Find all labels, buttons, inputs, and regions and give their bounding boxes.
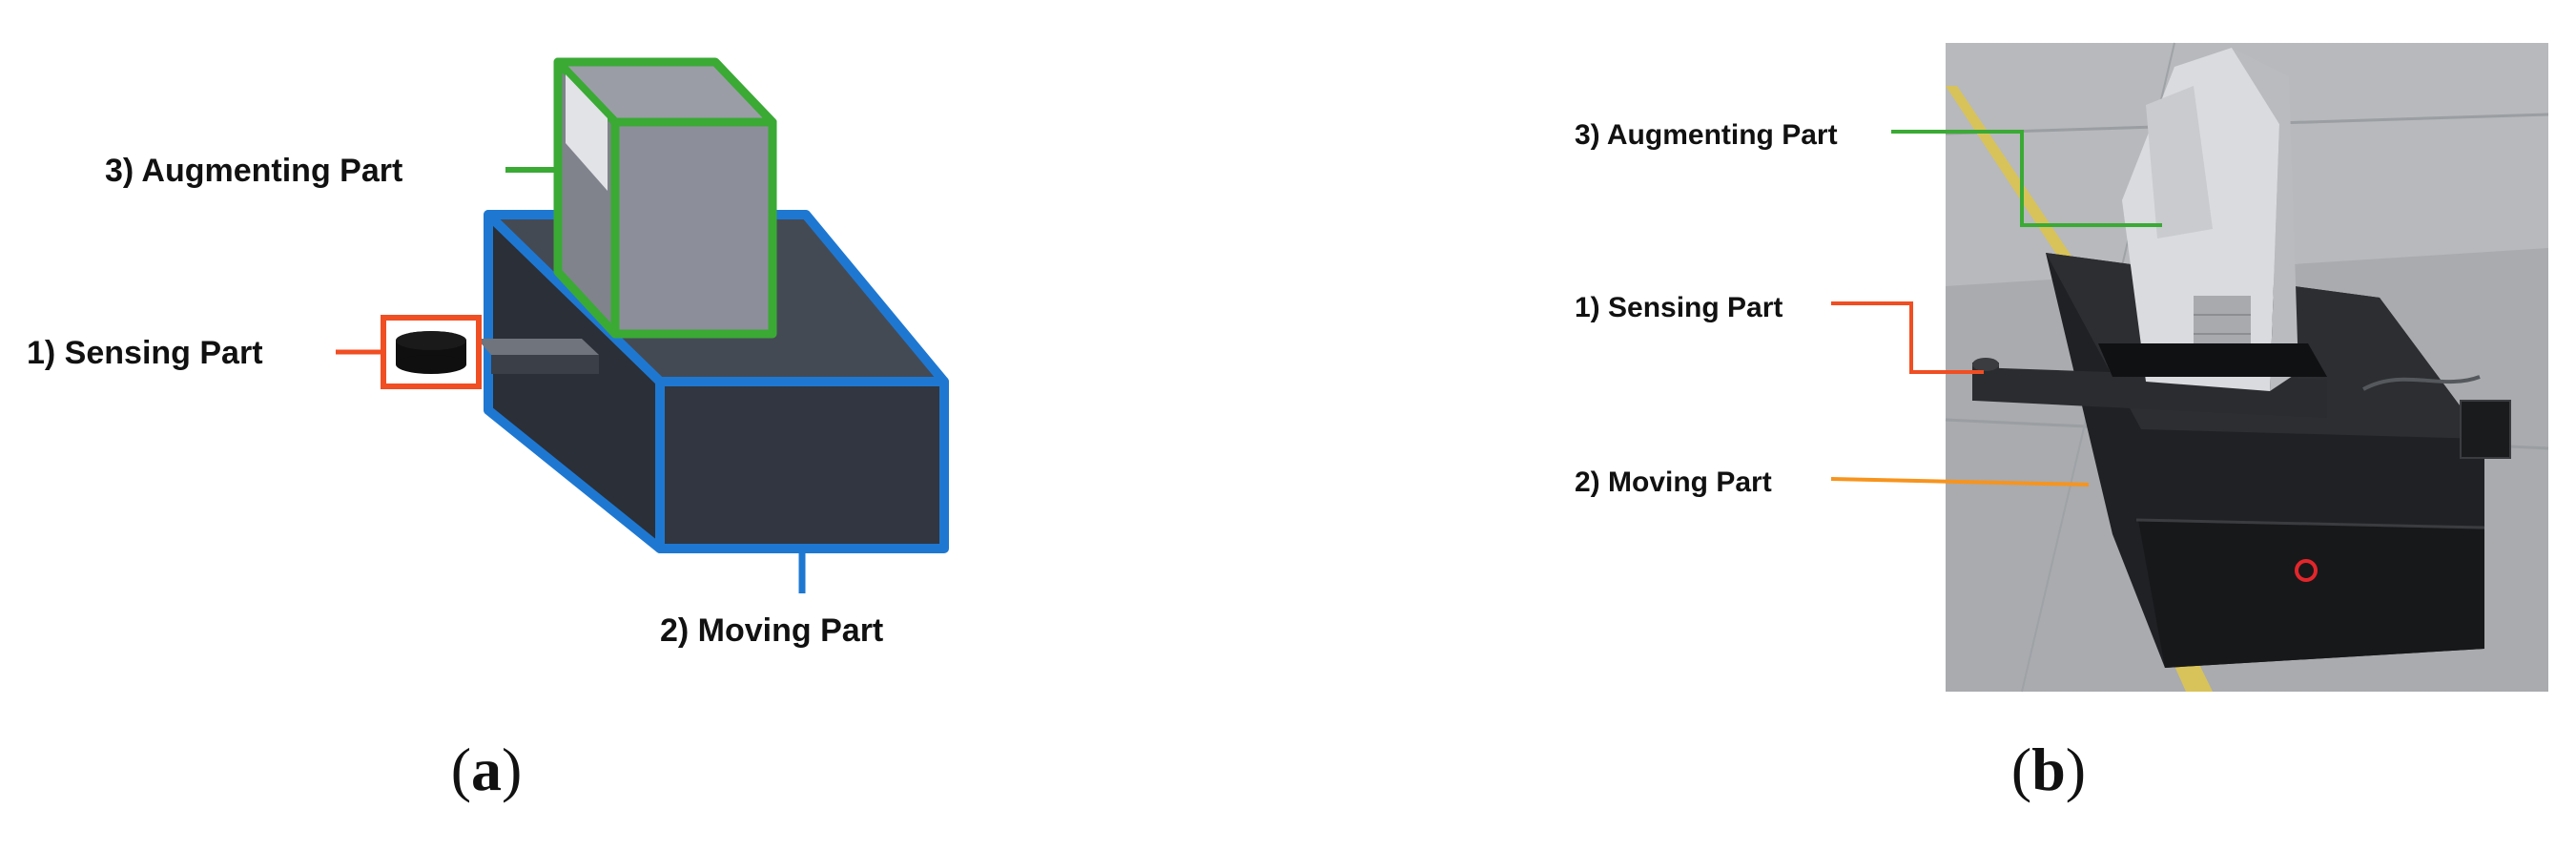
caption-b: (b): [2011, 736, 2086, 803]
label-b-moving-part: 2) Moving Part: [1575, 466, 1772, 498]
label-b-augmenting-part: 3) Augmenting Part: [1575, 119, 1838, 151]
caption-a: (a): [451, 736, 523, 803]
augmenting-part-projector: [553, 57, 777, 339]
panel-a-diagram: 3) Augmenting Part 1) Sensing Part 2) Mo…: [27, 57, 949, 649]
sensor-mount-arm: [477, 339, 599, 374]
label-a-augmenting-part: 3) Augmenting Part: [105, 153, 402, 189]
label-a-sensing-part: 1) Sensing Part: [27, 335, 263, 371]
robot-projector: [2098, 48, 2327, 391]
b-moving-leader-line: [1830, 477, 2090, 487]
label-b-sensing-part: 1) Sensing Part: [1575, 292, 1783, 323]
b-augmenting-leader-line: [1891, 130, 2162, 227]
panel-b-photo: [1945, 42, 2549, 693]
power-led: [2295, 559, 2318, 582]
label-a-moving-part: 2) Moving Part: [660, 612, 883, 649]
b-sensing-leader-line: [1831, 301, 1984, 374]
sensing-part-sensor: [381, 315, 482, 389]
